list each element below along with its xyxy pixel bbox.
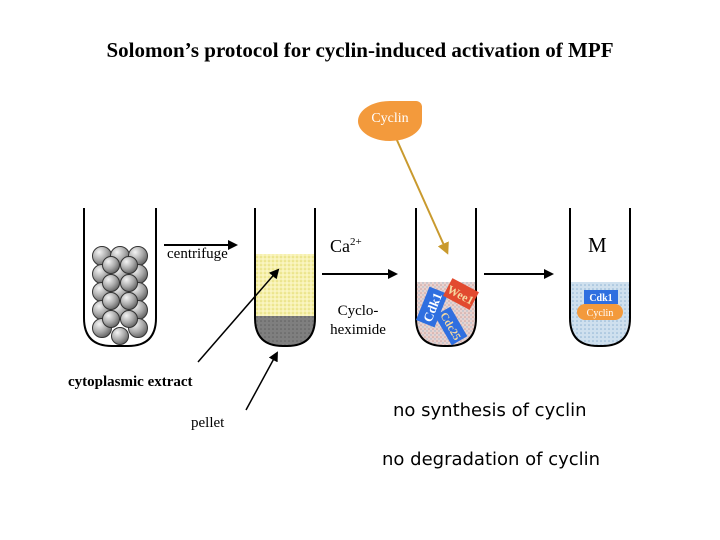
arrow-cytoplasmic-extract [197, 268, 280, 363]
tube-treated: Cdk1 Wee1 Cdc25 [415, 208, 479, 347]
cycloheximide-label: Cyclo- heximide [322, 302, 394, 340]
calcium-base: Ca [330, 236, 350, 256]
cell [120, 256, 138, 274]
calcium-charge: 2+ [350, 236, 362, 248]
arrow-cyclin-injection [395, 137, 449, 255]
centrifuge-label: centrifuge [167, 246, 228, 262]
cell [120, 274, 138, 292]
tube-2-outline [254, 208, 316, 347]
page-title: Solomon’s protocol for cyclin-induced ac… [106, 38, 614, 62]
cycloheximide-line-2: heximide [330, 322, 386, 338]
cell [111, 327, 129, 345]
cyclin-label: Cyclin [371, 111, 409, 126]
cell-cluster [92, 246, 148, 345]
cell [102, 256, 120, 274]
note-no-degradation: no degradation of cyclin [382, 449, 601, 470]
tube-centrifuged [254, 208, 316, 347]
pellet-layer [255, 316, 315, 346]
cdk1-badge-tube5 [584, 290, 618, 304]
tube-5-outline [569, 208, 631, 347]
cyclin-label-tube5: Cyclin [587, 308, 614, 319]
cyclin-badge-tube5 [577, 304, 623, 320]
tube-cells [83, 208, 157, 347]
pellet-label: pellet [191, 415, 225, 431]
cytoplasmic-extract-label: cytoplasmic extract [68, 374, 193, 390]
cdk1-label-tube5: Cdk1 [589, 293, 612, 304]
cell [102, 274, 120, 292]
cycloheximide-line-1: Cyclo- [337, 303, 379, 319]
m-phase-label: M [588, 233, 607, 257]
cell [120, 292, 138, 310]
arrow-pellet [245, 351, 278, 411]
tube-m-phase: Cdk1 Cyclin [569, 208, 631, 347]
tube-1-outline [83, 208, 157, 347]
cell [120, 310, 138, 328]
note-no-synthesis: no synthesis of cyclin [393, 400, 587, 421]
calcium-label: Ca2+ [330, 236, 362, 257]
cell [102, 292, 120, 310]
cell [102, 310, 120, 328]
tube-4-outline [415, 208, 477, 347]
cyclin-shape [358, 101, 422, 141]
